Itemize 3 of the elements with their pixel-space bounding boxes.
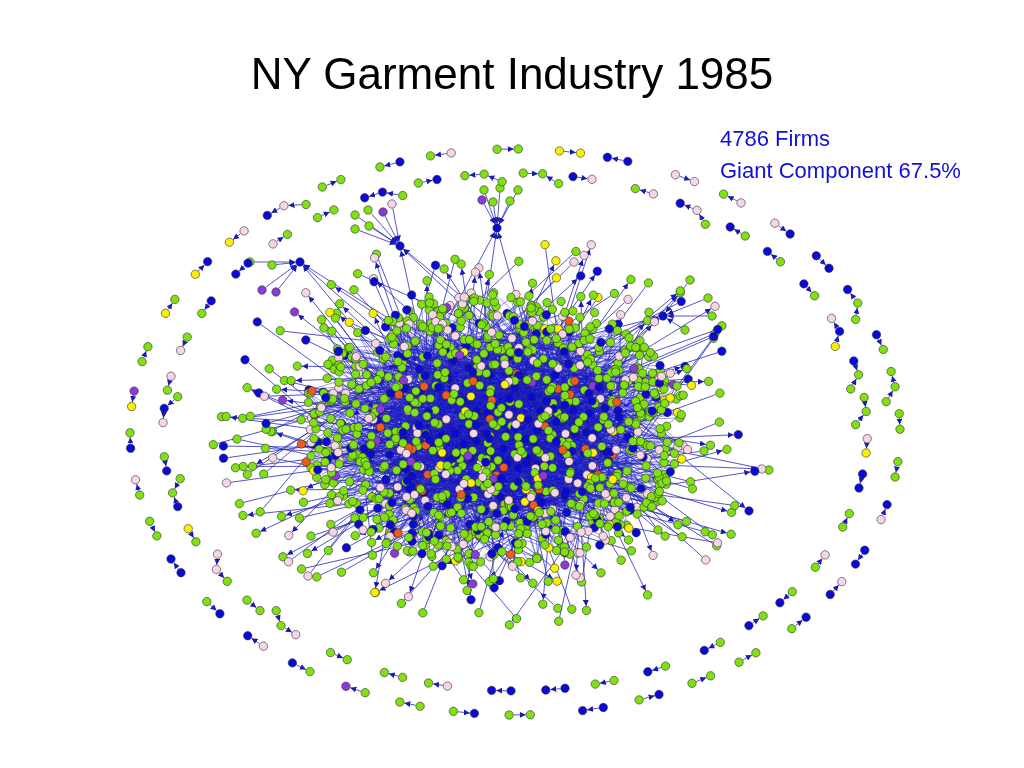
note-text: Giant Component 67.5% [720,158,961,184]
title: NY Garment Industry 1985 [250,48,774,100]
note-text: 4786 Firms [720,126,831,152]
